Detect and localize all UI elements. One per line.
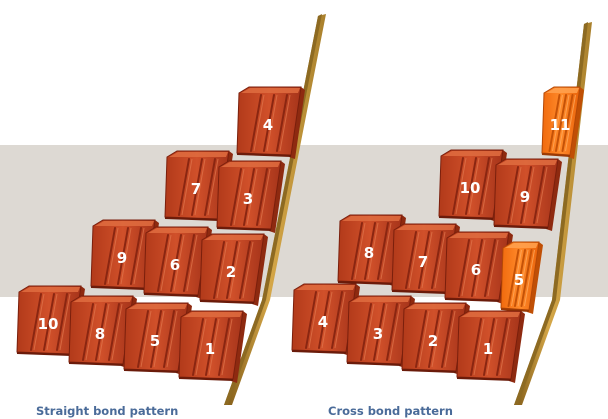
- tile-number: 5: [514, 271, 524, 289]
- tile-number: 9: [117, 249, 127, 267]
- roof-tile: 5: [501, 242, 543, 314]
- roof-tile: 3: [217, 161, 285, 233]
- tile-number: 10: [460, 179, 481, 197]
- tile-number: 4: [318, 313, 328, 331]
- tile-number: 7: [191, 180, 201, 198]
- straight-bond-caption: Straight bond pattern: [36, 404, 178, 418]
- tile-number: 2: [226, 263, 236, 281]
- tile-number: 1: [205, 340, 215, 358]
- tile-number: 9: [520, 188, 530, 206]
- tile-number: 1: [483, 340, 493, 358]
- roof-tile: 2: [200, 234, 268, 306]
- tile-number: 10: [38, 315, 59, 333]
- tile-number: 11: [550, 116, 571, 134]
- roof-tile: 1: [457, 311, 525, 383]
- tile-number: 8: [95, 325, 105, 343]
- tile-number: 7: [418, 253, 428, 271]
- tile-number: 6: [170, 256, 180, 274]
- tile-number: 6: [471, 261, 481, 279]
- tile-number: 4: [263, 116, 273, 134]
- cross-bond-caption: Cross bond pattern: [328, 404, 453, 418]
- roof-tile: 9: [494, 159, 562, 231]
- tile-number: 5: [150, 332, 160, 350]
- roof-tile: 1: [179, 311, 247, 383]
- tile-number: 2: [428, 332, 438, 350]
- roof-tile: 4: [237, 87, 305, 159]
- tile-number: 8: [364, 244, 374, 262]
- tile-number: 3: [243, 190, 253, 208]
- tile-number: 3: [373, 325, 383, 343]
